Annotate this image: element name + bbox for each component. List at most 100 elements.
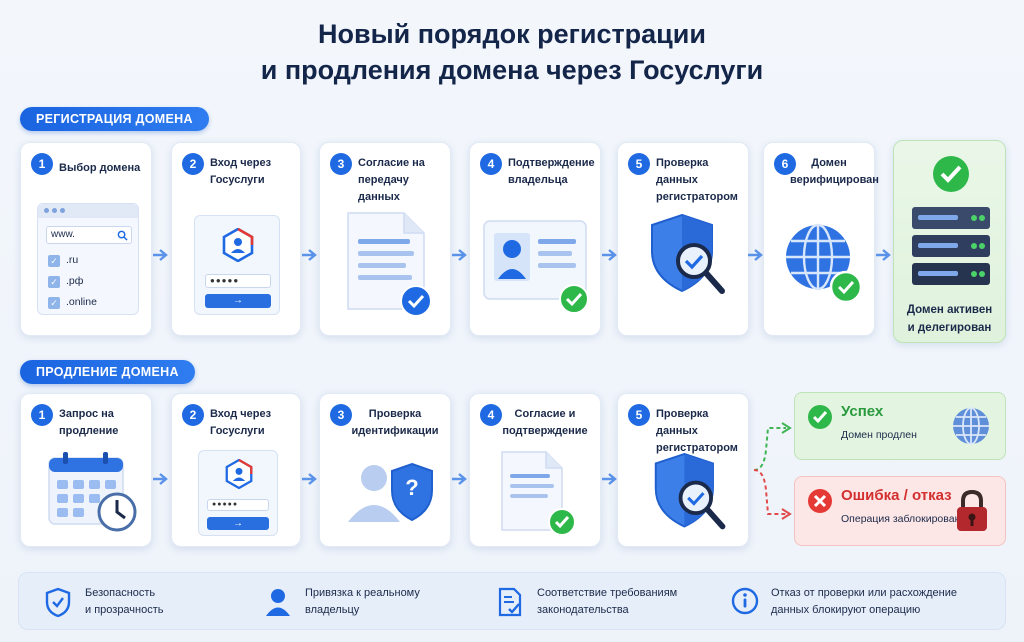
footer-item-text: Привязка к реальному владельцу <box>305 585 495 619</box>
browser-window-illustration: www. ✓ .ru ✓ .рф ✓ .online <box>37 203 139 315</box>
failure-result: Ошибка / отказ Операция заблокирована <box>794 476 1006 546</box>
reg-step-3-card: 3 Согласие на передачу данных <box>319 142 451 336</box>
shield-magnifier-icon <box>654 452 726 530</box>
step-title-line: Госуслуги <box>210 174 265 186</box>
branch-arrows <box>753 422 792 520</box>
flow-arrow-icon <box>602 473 617 485</box>
globe-icon <box>953 407 989 445</box>
domain-search-value: www. <box>51 229 75 240</box>
step-title-line: продление <box>59 425 119 437</box>
reg-step-6-card: 6 Домен верифицирован <box>763 142 879 336</box>
ren-step-1-card: 1 Запрос на продление <box>20 393 152 547</box>
step-title: Проверка данных регистратором <box>656 155 740 206</box>
consent-document-icon <box>347 212 432 317</box>
step-number: 2 <box>182 404 204 426</box>
step-title-line: передачу данных <box>358 174 409 203</box>
footer-item-line: Безопасность <box>85 587 156 599</box>
password-field[interactable]: ●●●●● <box>205 274 271 288</box>
page-title: Новый порядок регистрации и продления до… <box>0 16 1024 88</box>
lock-icon <box>957 489 987 531</box>
checkbox-checked-icon[interactable]: ✓ <box>48 297 60 309</box>
step-title-line: подтверждение <box>502 425 588 437</box>
question-shield-icon <box>391 462 433 522</box>
footer-item-line: законодательства <box>537 604 629 616</box>
step-number: 6 <box>774 153 796 175</box>
footer-item-line: данных блокируют операцию <box>771 604 921 616</box>
footer-item-line: и прозрачность <box>85 604 164 616</box>
reg-step-2-card: 2 Вход через Госуслуги ●●●●● → <box>171 142 301 336</box>
step-number: 4 <box>480 404 502 426</box>
id-card-icon <box>483 220 589 314</box>
reg-final-card: Домен активен и делегирован <box>893 140 1006 343</box>
step-title-line: Вход через <box>210 408 272 420</box>
step-title-line: верифицирован <box>790 174 879 186</box>
footer-item-line: Привязка к реальному <box>305 587 420 599</box>
ren-step-3-card: 3 Проверка идентификации ? <box>319 393 451 547</box>
checkbox-checked-icon[interactable]: ✓ <box>48 255 60 267</box>
step-title-line: Госуслуги <box>210 425 265 437</box>
success-check-icon <box>808 405 832 429</box>
success-title: Успех <box>841 403 884 420</box>
renewal-section-label: ПРОДЛЕНИЕ ДОМЕНА <box>20 360 195 384</box>
reg-step-5-card: 5 Проверка данных регистратором <box>617 142 749 336</box>
step-title-line: Домен <box>811 157 847 169</box>
domain-option-label: .online <box>66 296 97 308</box>
step-number: 1 <box>31 153 53 175</box>
flow-arrow-icon <box>602 249 617 261</box>
ren-step-5-card: 5 Проверка данных регистратором <box>617 393 749 547</box>
domain-option-label: .ru <box>66 254 79 266</box>
flow-arrow-icon <box>153 473 168 485</box>
footer-item-owner: Привязка к реальному владельцу <box>265 583 495 621</box>
step-number: 5 <box>628 153 650 175</box>
failure-subtitle: Операция заблокирована <box>841 513 967 525</box>
server-icon <box>912 207 990 285</box>
footer-item-warning: Отказ от проверки или расхождение данных… <box>731 583 1001 621</box>
password-field[interactable]: ●●●●● <box>207 499 269 511</box>
final-status-label: Домен активен и делегирован <box>894 301 1005 337</box>
step-title-line: Согласие на <box>358 157 425 169</box>
footer-item-line: Соответствие требованиям <box>537 587 678 599</box>
flow-arrow-icon <box>452 473 467 485</box>
step-title-line: регистратором <box>656 442 738 454</box>
search-icon[interactable] <box>117 230 128 241</box>
footer-item-text: Безопасность и прозрачность <box>85 585 275 619</box>
ren-step-2-card: 2 Вход через Госуслуги ●●●●● → <box>171 393 301 547</box>
flow-arrow-icon <box>452 249 467 261</box>
confirmation-document-icon <box>501 451 576 536</box>
login-submit-button[interactable]: → <box>205 294 271 308</box>
shield-magnifier-icon <box>651 213 725 294</box>
ren-step-4-card: 4 Согласие и подтверждение <box>469 393 601 547</box>
step-number: 3 <box>330 153 352 175</box>
checkbox-checked-icon[interactable]: ✓ <box>48 276 60 288</box>
failure-title: Ошибка / отказ <box>841 487 952 504</box>
success-check-icon <box>933 156 969 192</box>
reg-step-4-card: 4 Подтверждение владельца <box>469 142 601 336</box>
step-title-line: Проверка данных <box>656 157 709 186</box>
footer-benefits: Безопасность и прозрачность Привязка к р… <box>18 572 1006 630</box>
gosuslugi-login-illustration: ●●●●● → <box>194 215 280 315</box>
flow-arrow-icon <box>153 249 168 261</box>
browser-titlebar <box>38 204 138 218</box>
question-mark: ? <box>405 475 419 500</box>
title-line-1: Новый порядок регистрации <box>318 19 706 49</box>
step-title-line: владельца <box>508 174 568 186</box>
step-title: Проверка данных регистратором <box>656 406 740 457</box>
domain-option-label: .рф <box>66 275 84 287</box>
login-submit-button[interactable]: → <box>207 517 269 530</box>
success-subtitle: Домен продлен <box>841 429 917 441</box>
step-number: 4 <box>480 153 502 175</box>
success-result: Успех Домен продлен <box>794 392 1006 460</box>
step-title: Запрос на продление <box>59 406 143 440</box>
step-title: Проверка идентификации <box>346 406 444 440</box>
step-number: 2 <box>182 153 204 175</box>
footer-item-security: Безопасность и прозрачность <box>45 583 265 621</box>
domain-search-input[interactable]: www. <box>46 226 132 244</box>
step-title: Вход через Госуслуги <box>210 155 292 189</box>
calendar-clock-icon <box>48 452 137 532</box>
error-x-icon <box>808 489 832 513</box>
reg-step-1-card: 1 Выбор домена www. ✓ .ru ✓ .рф <box>20 142 152 336</box>
step-title-line: идентификации <box>351 425 439 437</box>
step-title-line: Согласие и <box>514 408 576 420</box>
step-title-line: регистратором <box>656 191 738 203</box>
gosuslugi-logo-icon <box>222 228 254 262</box>
